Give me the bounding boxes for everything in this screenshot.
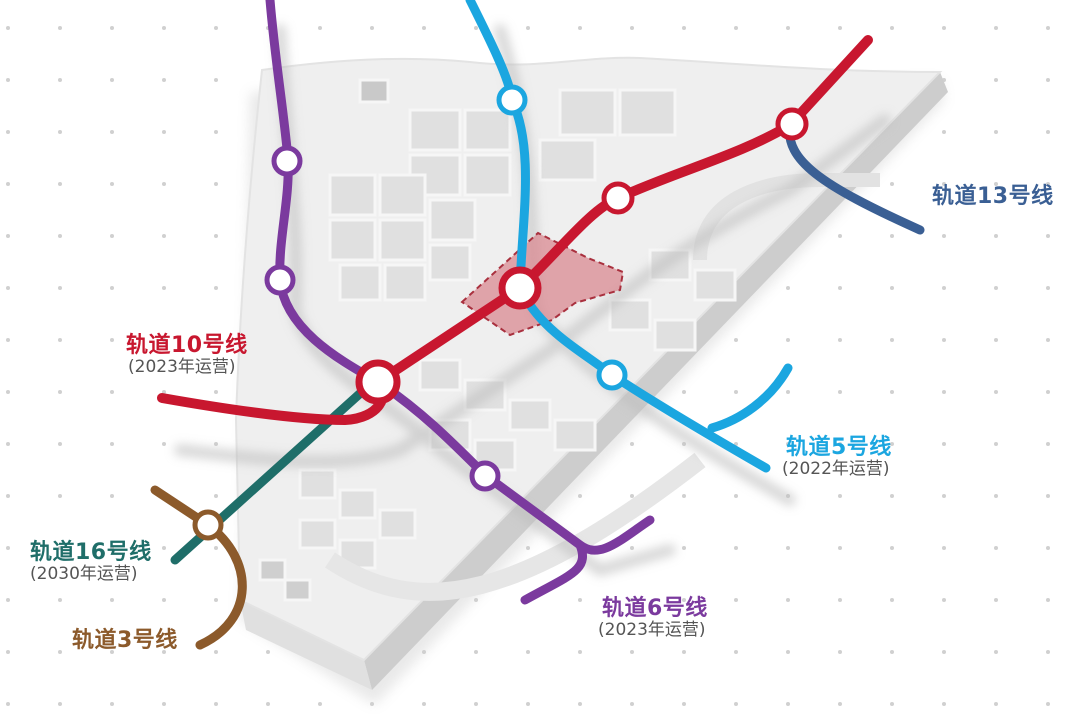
curved-road-south bbox=[325, 452, 706, 601]
platform-front-face bbox=[240, 600, 372, 690]
station-l3-16-interchange[interactable] bbox=[192, 509, 224, 541]
station-l5-1[interactable] bbox=[496, 84, 528, 116]
label-line10: 轨道10号线 (2023年运营) bbox=[126, 333, 248, 378]
line16-name: 轨道16号线 bbox=[30, 540, 152, 565]
station-l10-6-16-interchange[interactable] bbox=[355, 359, 401, 405]
label-line16: 轨道16号线 (2030年运营) bbox=[30, 540, 152, 585]
line13-name: 轨道13号线 bbox=[932, 184, 1054, 209]
label-line3: 轨道3号线 bbox=[72, 628, 178, 653]
line3-name: 轨道3号线 bbox=[72, 628, 178, 653]
line10-name: 轨道10号线 bbox=[126, 333, 248, 358]
station-l6-1[interactable] bbox=[271, 145, 303, 177]
station-l10-13-interchange[interactable] bbox=[775, 107, 809, 141]
station-l6-3[interactable] bbox=[469, 460, 501, 492]
line5-name: 轨道5号线 bbox=[786, 435, 892, 460]
station-l10-5-interchange[interactable] bbox=[498, 266, 542, 310]
line6-path bbox=[265, 0, 655, 605]
station-l5-2[interactable] bbox=[596, 359, 628, 391]
station-l10-1[interactable] bbox=[601, 181, 635, 215]
platform-side-face bbox=[364, 72, 948, 690]
label-line5: 轨道5号线 (2022年运营) bbox=[782, 435, 892, 480]
line16-note: (2030年运营) bbox=[30, 564, 138, 585]
label-line6: 轨道6号线 (2023年运营) bbox=[598, 596, 708, 641]
station-l6-2[interactable] bbox=[264, 264, 296, 296]
line5-note: (2022年运营) bbox=[782, 459, 890, 480]
line6-note: (2023年运营) bbox=[598, 620, 706, 641]
line6-name: 轨道6号线 bbox=[602, 596, 708, 621]
stations bbox=[192, 84, 809, 541]
line10-note: (2023年运营) bbox=[128, 357, 236, 378]
label-line13: 轨道13号线 bbox=[932, 184, 1054, 209]
highlight-zone bbox=[460, 231, 625, 337]
